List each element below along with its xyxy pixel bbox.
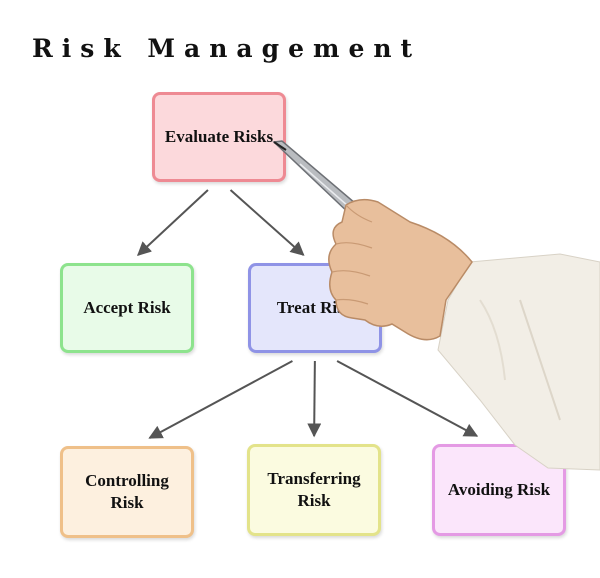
node-transferring-risk: Transferring Risk xyxy=(247,444,381,536)
node-evaluate-label: Evaluate Risks xyxy=(164,127,274,146)
arrow-evaluate-to-treat xyxy=(229,189,305,256)
node-evaluate-risks: Evaluate Risks xyxy=(152,92,286,182)
node-treat-risk: Treat Risk xyxy=(248,263,382,353)
node-avoiding-risk: Avoiding Risk xyxy=(432,444,566,536)
node-accept-label: Accept Risk xyxy=(83,298,171,317)
node-accept-risk: Accept Risk xyxy=(60,263,194,353)
node-treat-label: Treat Risk xyxy=(276,298,354,317)
node-controlling-label: Controlling Risk xyxy=(85,471,169,512)
node-transferring-label: Transferring Risk xyxy=(267,469,361,510)
arrow-treat-to-controlling xyxy=(148,360,293,439)
node-avoiding-label: Avoiding Risk xyxy=(447,480,551,499)
arrow-treat-to-transferring xyxy=(307,360,322,438)
arrow-evaluate-to-accept xyxy=(137,189,209,256)
diagram-title: Risk Management xyxy=(32,34,422,63)
arrow-treat-to-avoiding xyxy=(336,360,479,437)
node-controlling-risk: Controlling Risk xyxy=(60,446,194,538)
